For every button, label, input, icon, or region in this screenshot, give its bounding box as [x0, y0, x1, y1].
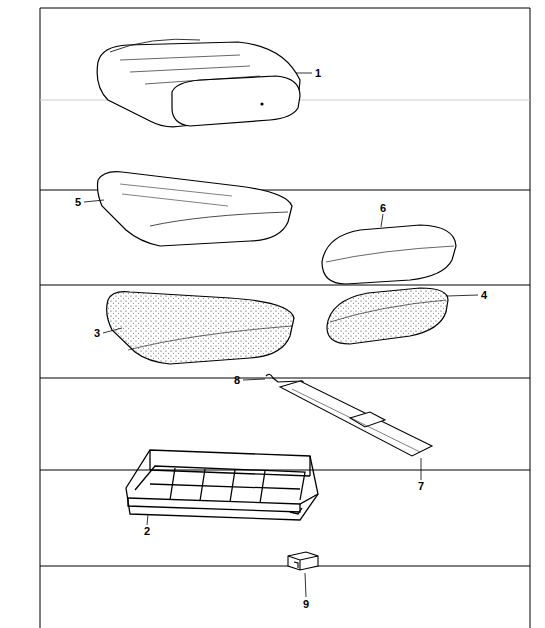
callout-number: 3	[94, 327, 100, 339]
callout-number: 8	[234, 374, 240, 386]
callout-number: 6	[380, 202, 386, 214]
callout-number: 7	[418, 480, 424, 492]
callout-number: 9	[303, 598, 309, 610]
callout-number: 4	[481, 289, 487, 301]
callout-number: 1	[315, 67, 321, 79]
callout-number: 5	[75, 196, 81, 208]
callout-number: 2	[144, 525, 150, 537]
